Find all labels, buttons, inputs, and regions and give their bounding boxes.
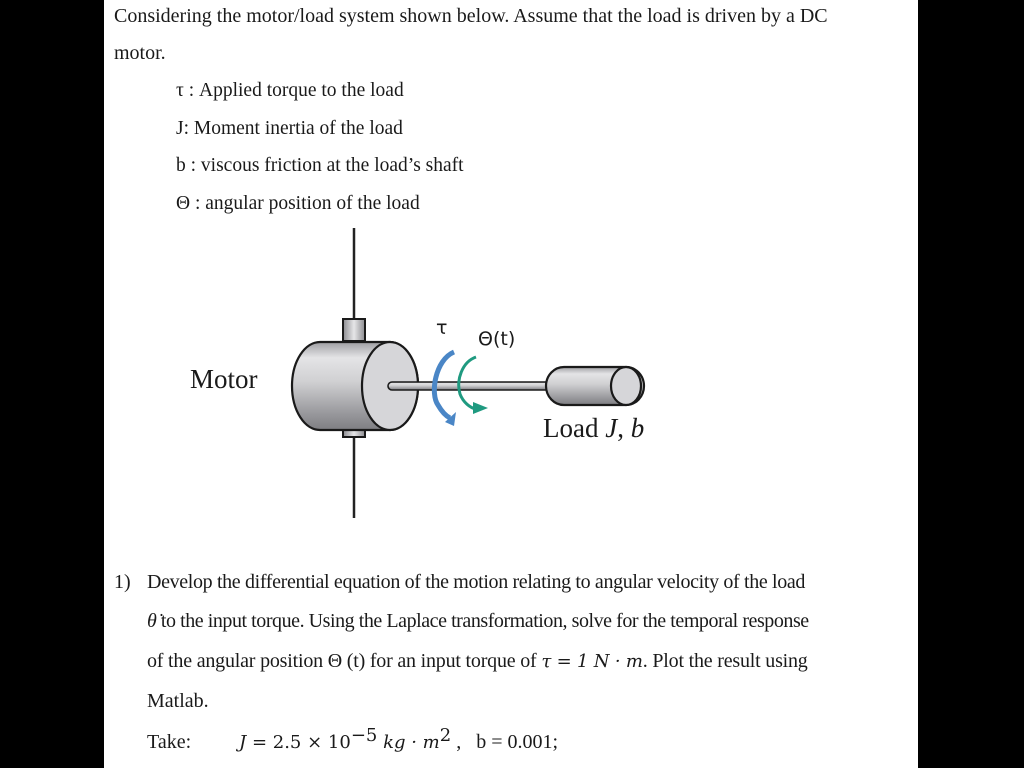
J-units-exponent: 2: [439, 725, 452, 746]
question-line-3-end: . Plot the result using: [642, 650, 808, 672]
J-units: kg · m: [377, 732, 440, 753]
terminal-top: [342, 318, 366, 342]
load-label: Load J, b: [543, 413, 644, 444]
J-symbol: J: [239, 732, 247, 753]
definition-tau: τ : Applied torque to the load: [176, 80, 404, 101]
question-line-1: Develop the differential equation of the…: [147, 571, 806, 593]
b-value: b = 0.001;: [476, 731, 559, 753]
J-exponent: −5: [350, 725, 378, 746]
question-number: 1): [114, 571, 131, 593]
take-label: Take:: [147, 731, 192, 753]
values-separator: ,: [451, 731, 477, 753]
theta-arrow-icon: [457, 355, 477, 411]
load-label-text: Load: [543, 413, 606, 443]
intro-text-line-2: motor.: [114, 42, 166, 64]
question-line-3: of the angular position Θ (t) for an inp…: [147, 649, 808, 674]
load-face: [609, 365, 643, 407]
question-line-3-text: of the angular position Θ (t) for an inp…: [147, 650, 542, 672]
motor-load-diagram: Motor τ Θ(t) Load J, b: [180, 222, 700, 522]
definition-J: J: Moment inertia of the load: [176, 118, 403, 139]
document-page: Considering the motor/load system shown …: [104, 0, 918, 768]
question-line-2-text: to the input torque. Using the Laplace t…: [156, 610, 809, 632]
intro-text-line-1: Considering the motor/load system shown …: [114, 5, 828, 27]
shaft: [387, 381, 553, 391]
load-label-b: b: [630, 413, 645, 443]
motor-label: Motor: [190, 364, 258, 394]
question-line-4: Matlab.: [147, 690, 209, 712]
motor-load-drawing: [290, 228, 646, 518]
J-value: = 2.5 × 10: [246, 732, 351, 753]
theta-dot-symbol: θ̇: [147, 610, 157, 632]
definition-b: b : viscous friction at the load’s shaft: [176, 155, 464, 176]
question-line-2: θ̇ to the input torque. Using the Laplac…: [147, 609, 809, 633]
load-label-J: J: [605, 413, 618, 443]
given-values: J = 2.5 × 10−5 kg · m2 , b = 0.001;: [239, 727, 559, 755]
definition-theta: Θ : angular position of the load: [176, 193, 420, 214]
theta-label: Θ(t): [478, 328, 516, 350]
tau-label: τ: [436, 317, 448, 339]
torque-arrow-icon: [431, 349, 456, 421]
torque-equation: τ = 1 N · m: [541, 651, 643, 672]
load-label-sep: ,: [617, 413, 631, 443]
